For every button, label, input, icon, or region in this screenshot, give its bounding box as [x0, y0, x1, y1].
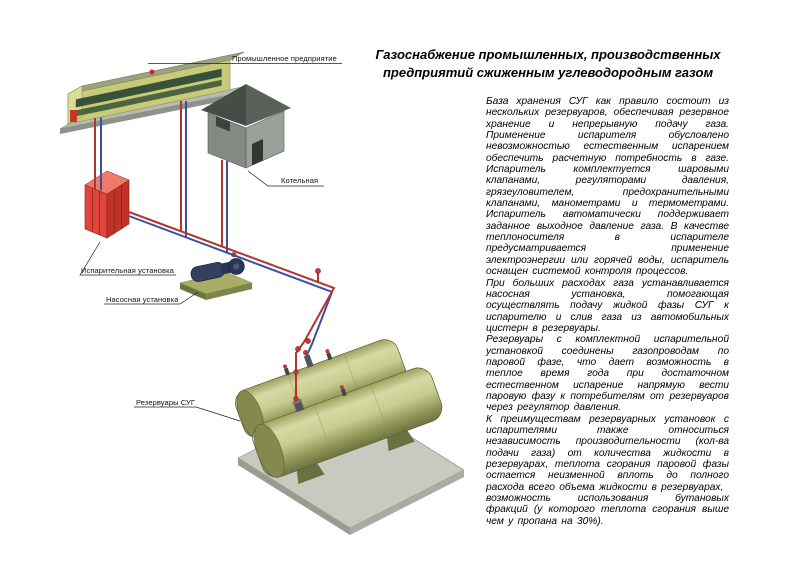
tank-valve: [339, 385, 344, 390]
boiler-roof: [201, 84, 246, 126]
description-text: База хранения СУГ как правило состоит из…: [486, 96, 729, 527]
diagram-canvas: [59, 51, 465, 535]
boiler-door: [252, 139, 263, 166]
lpg-tank-front: [252, 367, 443, 484]
pump-unit: [179, 252, 253, 300]
valve: [295, 346, 301, 352]
building-door: [70, 110, 77, 122]
label-pump-unit: Насосная установка: [106, 295, 179, 304]
label-evaporator-unit: Испарительная установка: [81, 266, 174, 275]
valve: [305, 338, 311, 344]
pipes-liquid-phase: [94, 101, 336, 401]
building-window-band: [75, 79, 222, 117]
valve: [293, 369, 299, 375]
page-title: Газоснабжение промышленных, производстве…: [375, 47, 721, 80]
boiler-roof: [246, 84, 291, 126]
leader-lines: [79, 63, 342, 422]
label-lpg-tanks: Резервуары СУГ: [136, 398, 196, 407]
boiler-house: [201, 84, 291, 169]
pipe-valves: [293, 268, 321, 375]
evaporator-cabinet: [84, 170, 130, 239]
valve: [315, 268, 321, 274]
paragraph: К преимуществам резервуарных установок с…: [486, 413, 729, 493]
paragraph: Резервуары с комплектной испарительной у…: [486, 334, 729, 414]
paragraph: База хранения СУГ как правило состоит из…: [486, 96, 729, 278]
label-boiler-house: Котельная: [281, 176, 319, 185]
paragraph: возможность использования бутановых фрак…: [486, 493, 729, 527]
leader-boiler: [247, 170, 324, 187]
boiler-window: [216, 116, 230, 132]
pipes-vapor-phase: [100, 101, 334, 358]
gas-supply-diagram: Промышленное предприятие Котельная Испар…: [59, 51, 465, 535]
label-industrial-enterprise: Промышленное предприятие: [232, 54, 337, 63]
paragraph: При больших расходах газа устанавливаетс…: [486, 277, 729, 334]
building-window-band: [75, 68, 222, 108]
industrial-building: [59, 51, 248, 134]
leader-pump: [104, 291, 199, 305]
tank-valve: [283, 364, 288, 369]
tank-valve: [325, 349, 330, 354]
tank-end-cap: [254, 423, 285, 478]
leader-tanks: [134, 406, 241, 422]
leader-evaporator: [79, 241, 176, 276]
roof-vent: [149, 69, 155, 75]
